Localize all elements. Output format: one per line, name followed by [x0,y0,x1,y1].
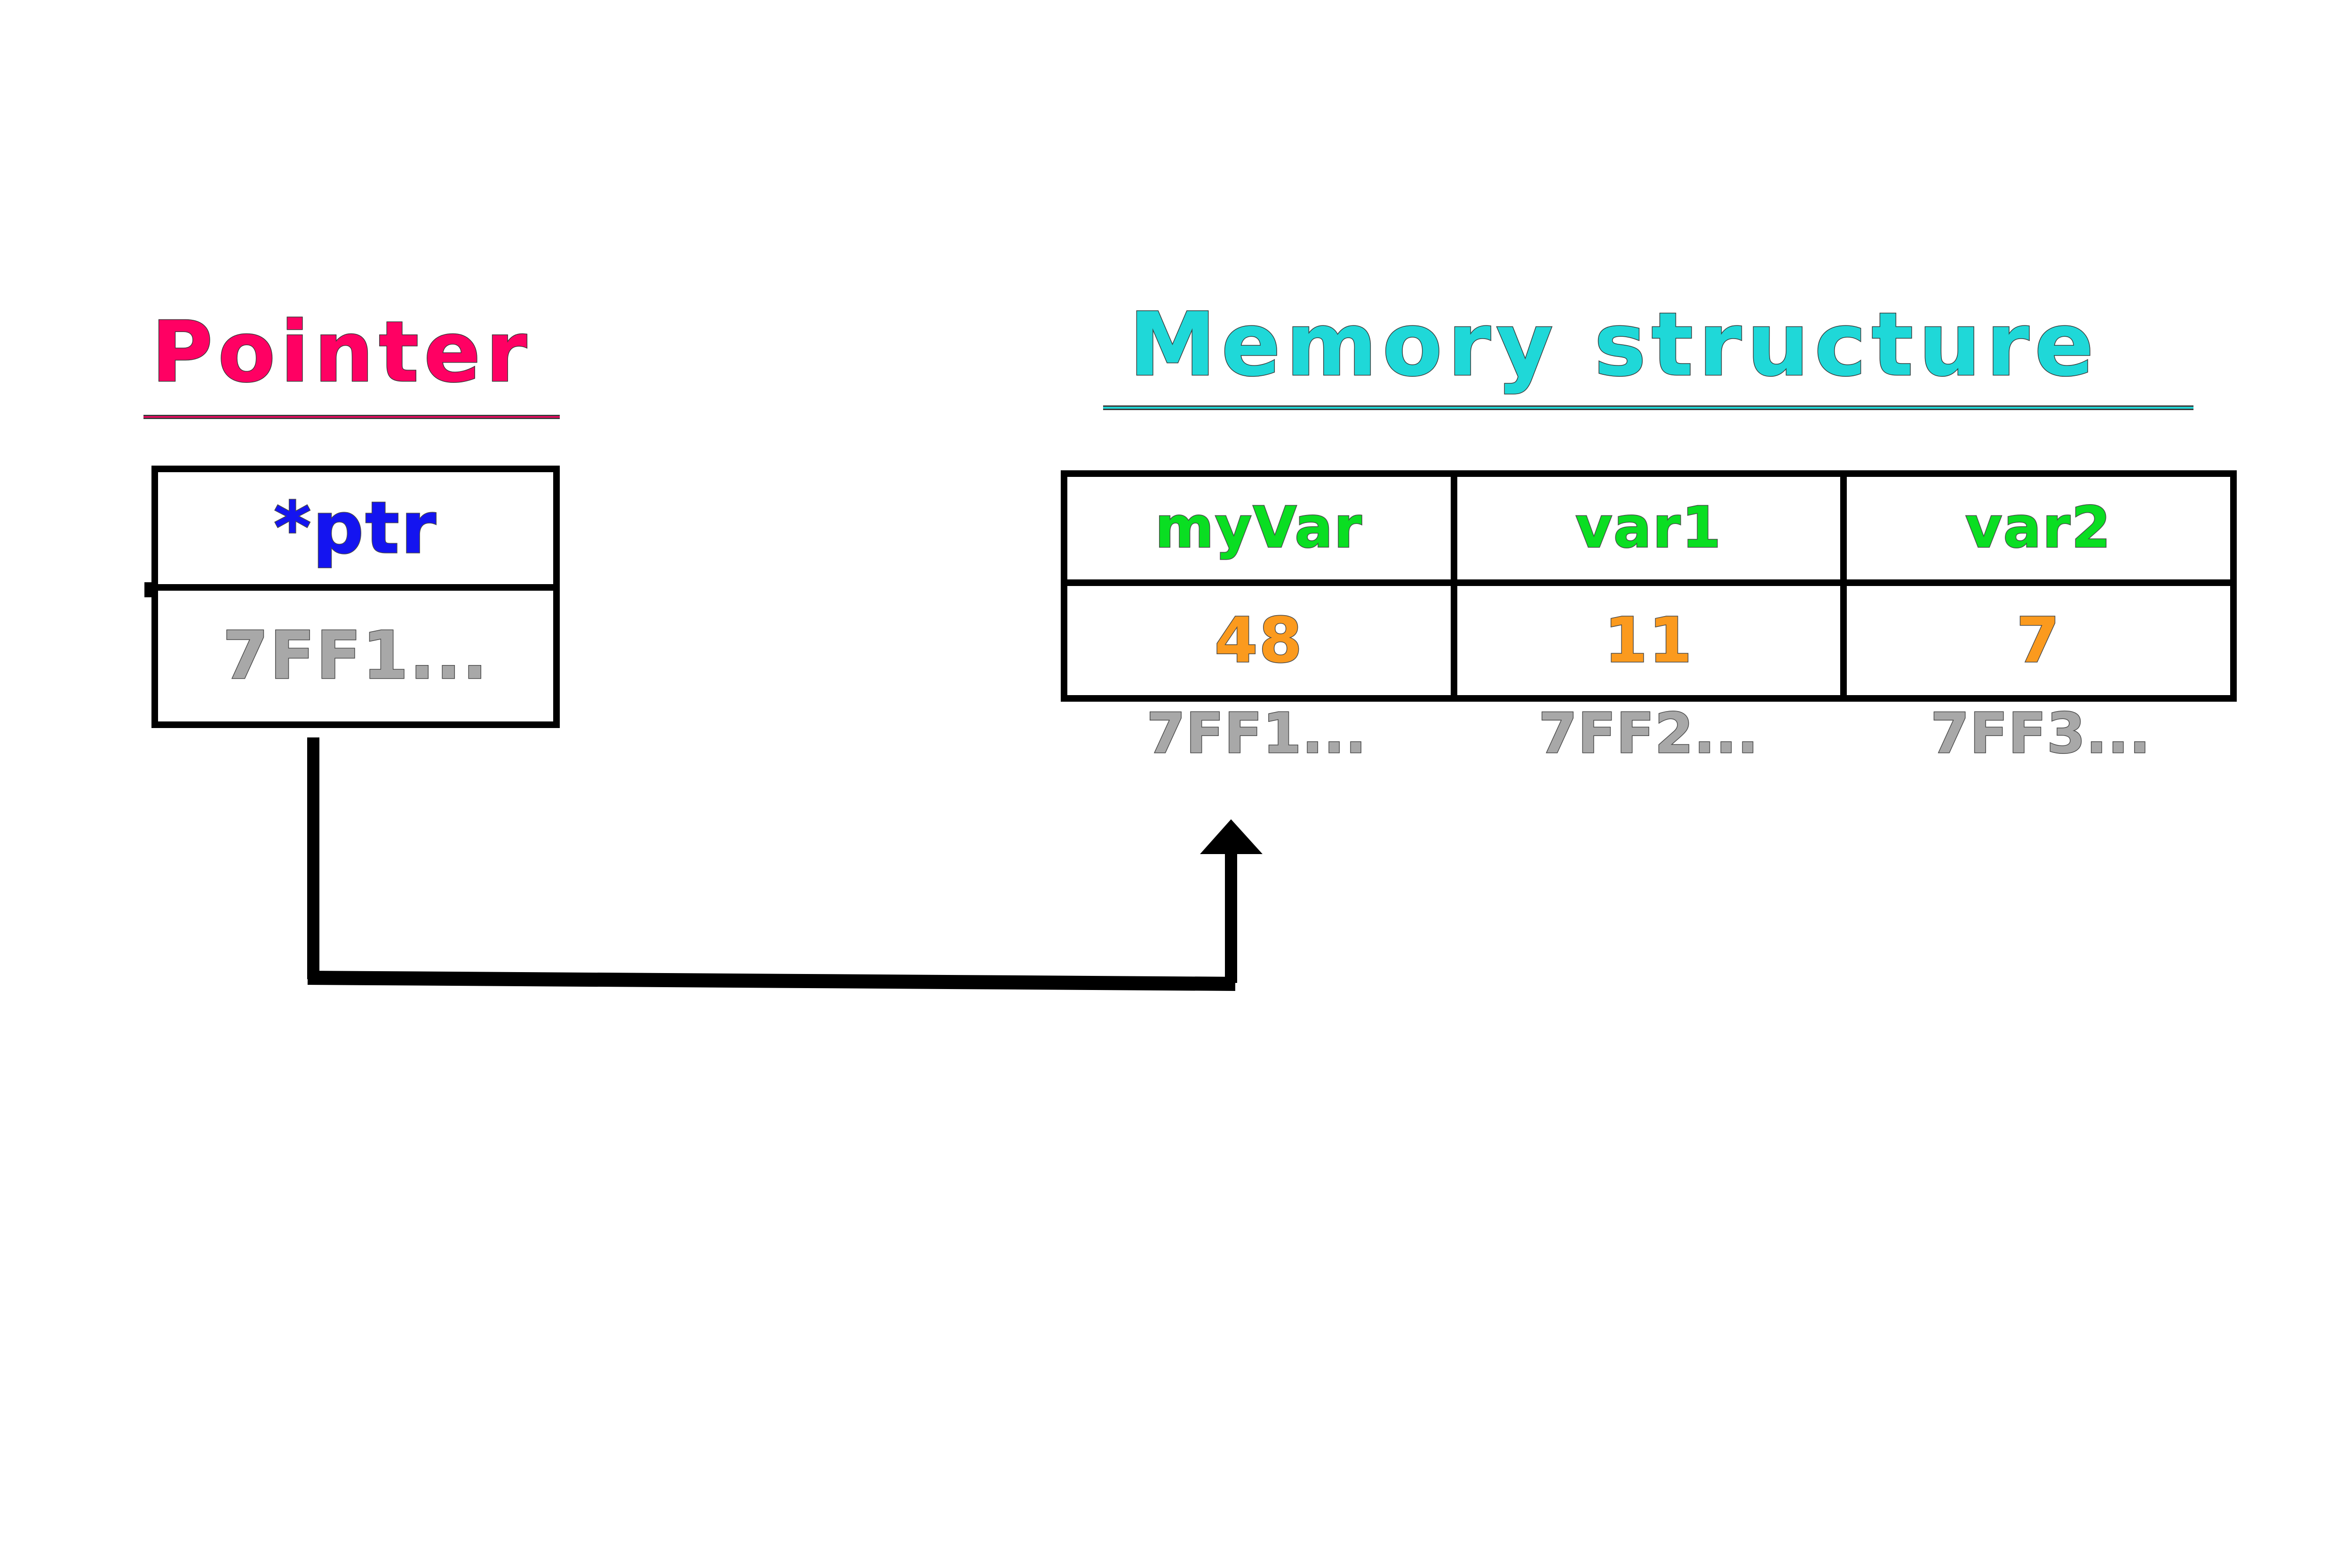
memory-variable-value: 48 [1214,604,1303,677]
memory-cell-value-myvar: 48 [1067,586,1457,695]
memory-variable-name: var2 [1964,495,2112,561]
memory-cell-name-var2: var2 [1847,477,2230,579]
memory-header-row: myVar var1 var2 [1067,477,2230,586]
pointer-box: *ptr 7FF1... [151,466,560,728]
pointer-address-cell: 7FF1... [158,591,553,721]
memory-variable-name: var1 [1575,495,1722,561]
memory-address-label: 7FF2... [1538,701,1759,766]
memory-address-label: 7FF3... [1930,701,2151,766]
arrow-head-icon [1200,819,1263,854]
pointer-variable-name: *ptr [273,486,438,570]
pointer-box-divider-notch [144,582,155,597]
memory-address-row: 7FF1... 7FF2... 7FF3... [1061,705,2237,781]
memory-variable-name: myVar [1154,495,1363,561]
memory-value-row: 48 11 7 [1067,586,2230,695]
pointer-stored-address: 7FF1... [222,618,489,694]
memory-cell-value-var2: 7 [1847,586,2230,695]
memory-variable-value: 11 [1604,604,1693,677]
memory-section-title: Memory structure [1128,293,2099,396]
memory-cell-name-myvar: myVar [1067,477,1457,579]
memory-structure-table: myVar var1 var2 48 11 7 [1061,470,2237,702]
memory-variable-value: 7 [2016,604,2061,677]
memory-cell-value-var1: 11 [1457,586,1847,695]
pointer-title-underline [143,415,560,419]
arrow-segment-right [307,971,1236,991]
pointer-name-cell: *ptr [158,472,553,591]
memory-cell-name-var1: var1 [1457,477,1847,579]
pointer-section-title: Pointer [151,303,532,401]
memory-title-underline [1103,405,2193,410]
memory-address-label: 7FF1... [1146,701,1367,766]
